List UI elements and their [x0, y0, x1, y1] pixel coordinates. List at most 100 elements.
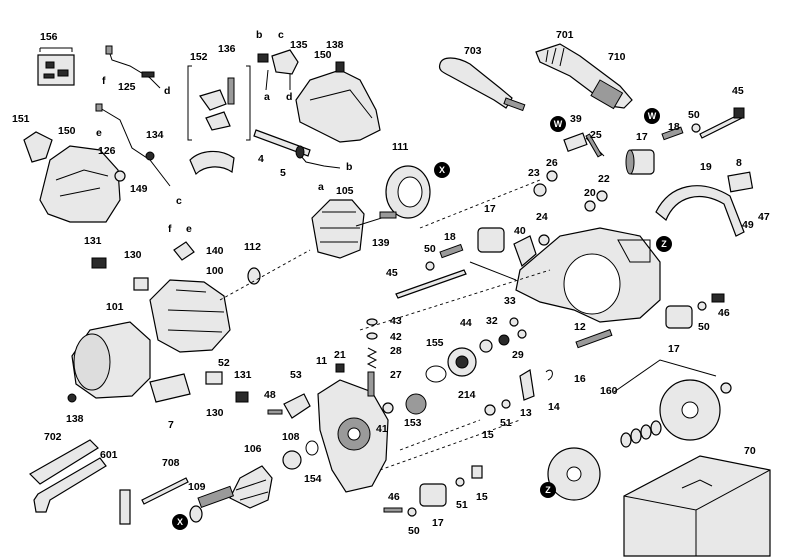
- label-50-low-right: 50: [698, 321, 710, 333]
- label-plate-8: [727, 171, 754, 193]
- part-21: [335, 363, 345, 373]
- label-154: 154: [304, 473, 322, 485]
- label-149: 149: [130, 183, 148, 195]
- label-156: 156: [40, 31, 58, 43]
- rod-4-5: [253, 129, 341, 169]
- label-139: 139: [372, 237, 390, 249]
- marker-z-right: Z: [661, 239, 667, 249]
- label-130-low: 130: [206, 407, 224, 419]
- part-labels: 156 125 d f 136 b c 135 150 138 a d 152 …: [12, 29, 770, 537]
- label-701: 701: [556, 29, 574, 41]
- label-d: d: [164, 85, 170, 97]
- label-152: 152: [190, 51, 208, 63]
- label-131-top: 131: [84, 235, 102, 247]
- label-140: 140: [206, 245, 224, 257]
- part-152-group: [187, 65, 251, 176]
- label-14: 14: [548, 401, 560, 413]
- label-17-bottom: 17: [432, 517, 444, 529]
- label-601: 601: [100, 449, 118, 461]
- label-109: 109: [188, 481, 206, 493]
- label-41: 41: [376, 423, 388, 435]
- label-50-mid: 50: [424, 243, 436, 255]
- bearing-shield-111: [385, 165, 431, 219]
- part-156-group: [37, 47, 75, 86]
- marker-w-left: W: [554, 119, 563, 129]
- label-138-left: 138: [66, 413, 84, 425]
- label-100: 100: [206, 265, 224, 277]
- armature-106: [189, 465, 273, 523]
- motor-housing-101: [67, 321, 151, 403]
- label-40: 40: [514, 225, 526, 237]
- label-18-top: 18: [668, 121, 680, 133]
- label-c-left: c: [176, 195, 182, 207]
- label-214: 214: [458, 389, 476, 401]
- housing-150-left: [23, 131, 121, 223]
- blade-guard-19: [655, 185, 745, 237]
- spring-stack-27-43: [366, 318, 378, 397]
- marker-w-right: W: [648, 111, 657, 121]
- bracket-53: [267, 393, 311, 419]
- label-plate-7: [149, 373, 191, 403]
- reference-markers: X W W Z Z X: [172, 108, 672, 530]
- label-48: 48: [264, 389, 276, 401]
- label-17-mid: 17: [484, 203, 496, 215]
- label-29: 29: [512, 349, 524, 361]
- bolt-45-middle: [395, 269, 467, 299]
- label-130-top: 130: [124, 249, 142, 261]
- label-32: 32: [486, 315, 498, 327]
- label-15-bottom: 15: [476, 491, 488, 503]
- bolt-45-right: [699, 107, 745, 139]
- label-50-bottom: 50: [408, 525, 420, 537]
- label-126: 126: [98, 145, 116, 157]
- label-51-bottom: 51: [456, 499, 468, 511]
- assembly-guide-lines: [219, 179, 551, 471]
- marker-x-bottom: X: [177, 517, 183, 527]
- label-136: 136: [218, 43, 236, 55]
- label-112: 112: [244, 241, 261, 253]
- label-16: 16: [574, 373, 586, 385]
- label-53: 53: [290, 369, 302, 381]
- label-47: 47: [758, 211, 770, 223]
- tools-601-702-708: [29, 439, 189, 525]
- label-5: 5: [280, 167, 286, 179]
- main-housing-12: [469, 227, 661, 323]
- label-d-top: d: [286, 91, 292, 103]
- label-710: 710: [608, 51, 626, 63]
- bracket-40: [513, 234, 550, 268]
- small-hardware-20-26: [533, 170, 608, 212]
- label-702: 702: [44, 431, 62, 443]
- label-26: 26: [546, 157, 558, 169]
- roller-17-lower-right: [665, 293, 725, 329]
- diamond-disc-set-160: [547, 359, 732, 501]
- label-18-mid: 18: [444, 231, 456, 243]
- label-24: 24: [536, 211, 548, 223]
- parts-39-25: [563, 132, 605, 158]
- connectors-130-131: [91, 257, 149, 291]
- label-45-mid: 45: [386, 267, 398, 279]
- label-17-low-right: 17: [668, 343, 680, 355]
- label-13: 13: [520, 407, 532, 419]
- connectors-lower: [205, 371, 249, 403]
- label-17-top: 17: [636, 131, 648, 143]
- label-111: 111: [392, 141, 409, 153]
- label-4: 4: [258, 153, 264, 165]
- label-11: 11: [316, 355, 327, 367]
- label-19: 19: [700, 161, 712, 173]
- roller-17-top: [625, 123, 701, 175]
- label-105: 105: [336, 185, 354, 197]
- label-33: 33: [504, 295, 516, 307]
- label-125: 125: [118, 81, 136, 93]
- label-a-mid: a: [318, 181, 324, 193]
- label-23: 23: [528, 167, 540, 179]
- label-45-right: 45: [732, 85, 744, 97]
- carry-case-70: [623, 455, 771, 557]
- label-25: 25: [590, 129, 602, 141]
- label-101: 101: [106, 301, 124, 313]
- label-135: 135: [290, 39, 308, 51]
- label-f: f: [102, 75, 106, 87]
- label-a-top: a: [264, 91, 270, 103]
- roller-17-middle: [425, 227, 505, 271]
- label-108: 108: [282, 431, 300, 443]
- label-7: 7: [168, 419, 174, 431]
